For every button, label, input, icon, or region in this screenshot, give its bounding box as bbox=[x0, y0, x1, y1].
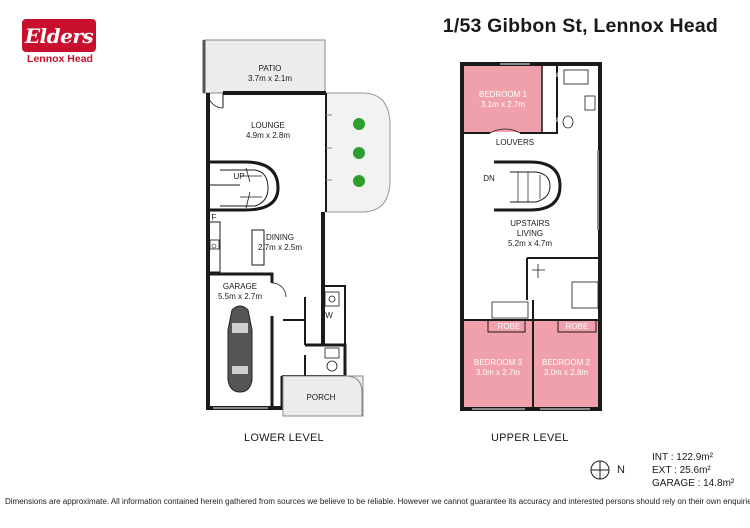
robe-tag-bed1: ROBE bbox=[544, 73, 562, 79]
garage-car-icon bbox=[227, 305, 253, 393]
brand-logo-text: Elders bbox=[24, 23, 94, 48]
compass-label: N bbox=[617, 464, 625, 476]
porch-area bbox=[282, 375, 364, 417]
room-name: BEDROOM 1 bbox=[478, 90, 527, 99]
brand-office: Lennox Head bbox=[27, 53, 93, 65]
disclaimer-text: Dimensions are approximate. All informat… bbox=[5, 497, 750, 506]
robe-tag-bed2: ROBE bbox=[565, 322, 589, 331]
bedroom-1-label: BEDROOM 1 3.1m x 2.7m bbox=[470, 90, 536, 110]
area-summary: INT : 122.9m² EXT : 25.6m² GARAGE : 14.8… bbox=[652, 451, 734, 490]
bedroom-3-fill bbox=[464, 320, 532, 407]
room-dims: 2.7m x 2.5m bbox=[257, 243, 302, 252]
stair-up-tag: UP bbox=[233, 172, 245, 181]
room-dims: 5.5m x 2.7m bbox=[217, 292, 262, 301]
lower-level-title: LOWER LEVEL bbox=[244, 432, 324, 444]
property-address: 1/53 Gibbon St, Lennox Head bbox=[442, 15, 718, 37]
dining-label: DINING 2.7m x 2.5m bbox=[240, 233, 320, 253]
room-dims: 3.1m x 2.7m bbox=[480, 100, 525, 109]
plant-icon bbox=[353, 147, 365, 159]
living-label: UPSTAIRS LIVING 5.2m x 4.7m bbox=[495, 219, 565, 249]
bedroom-2-fill bbox=[534, 320, 598, 407]
garage-label: GARAGE 5.5m x 2.7m bbox=[200, 282, 280, 302]
laundry-tag: W bbox=[325, 311, 333, 320]
internal-area: INT : 122.9m² bbox=[652, 452, 713, 463]
bedroom-3-label: BEDROOM 3 3.0m x 2.7m bbox=[466, 358, 530, 378]
room-name: UPSTAIRS bbox=[510, 219, 550, 228]
plant-icon bbox=[353, 175, 365, 187]
room-dims: 3.7m x 2.1m bbox=[247, 74, 292, 83]
room-dims: 5.2m x 4.7m bbox=[507, 239, 552, 248]
upper-level-plan bbox=[460, 62, 602, 411]
porch-label: PORCH bbox=[306, 393, 336, 402]
compass-icon bbox=[590, 460, 610, 480]
plant-icon bbox=[353, 118, 365, 130]
bedroom-2-label: BEDROOM 2 3.0m x 2.8m bbox=[534, 358, 598, 378]
stair-down-tag: DN bbox=[483, 174, 495, 183]
garage-area: GARAGE : 14.8m² bbox=[652, 478, 735, 489]
fridge-tag: F bbox=[211, 213, 217, 222]
room-name-2: LIVING bbox=[516, 229, 544, 238]
bedroom-1-fill bbox=[464, 66, 542, 132]
lounge-label: LOUNGE 4.9m x 2.8m bbox=[228, 121, 308, 141]
patio-label: PATIO 3.7m x 2.1m bbox=[230, 64, 310, 84]
room-name: PATIO bbox=[258, 64, 282, 73]
garden-plants bbox=[353, 118, 365, 187]
room-dims: 3.0m x 2.7m bbox=[475, 368, 520, 377]
room-name: BEDROOM 2 bbox=[541, 358, 590, 367]
louvers-label: LOUVERS bbox=[495, 138, 535, 147]
room-name: DINING bbox=[266, 233, 294, 242]
robe-tag-bed3: ROBE bbox=[497, 322, 521, 331]
external-area: EXT : 25.6m² bbox=[652, 465, 711, 476]
room-dims: 3.0m x 2.8m bbox=[543, 368, 588, 377]
room-name: LOUNGE bbox=[251, 121, 285, 130]
brand-logo: Elders bbox=[22, 19, 96, 52]
room-name: BEDROOM 3 bbox=[473, 358, 522, 367]
lower-level-plan bbox=[202, 39, 391, 417]
room-name: GARAGE bbox=[222, 282, 258, 291]
room-dims: 4.9m x 2.8m bbox=[245, 131, 290, 140]
robe-tag-bed1b: ROBE bbox=[544, 118, 562, 124]
upper-level-title: UPPER LEVEL bbox=[491, 432, 569, 444]
